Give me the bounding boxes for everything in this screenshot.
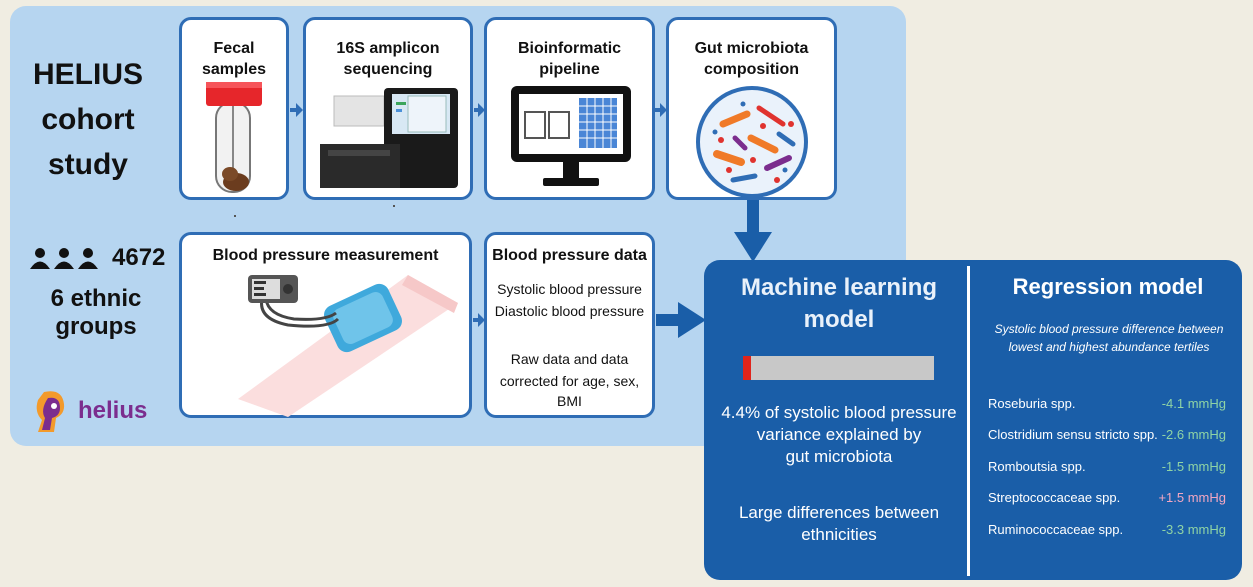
regression-title: Regression model: [1012, 274, 1204, 299]
regression-row: Clostridium sensu stricto spp.-2.6 mmHg: [988, 427, 1226, 442]
bp-data-title: Blood pressure data: [492, 247, 647, 264]
sequencer-icon: [320, 88, 458, 188]
variance-bar-fill: [743, 356, 752, 380]
participants: 4672: [30, 244, 165, 272]
regression-row: Romboutsia spp.-1.5 mmHg: [988, 459, 1226, 474]
bacteria-dish-icon: [696, 86, 808, 198]
participant-count: 4672: [112, 244, 166, 271]
cohort-title: HELIUS cohort study: [32, 58, 143, 181]
bp-systolic: Systolic blood pressure: [497, 281, 642, 297]
regression-row: Streptococcaceae spp.+1.5 mmHg: [988, 490, 1226, 505]
arrow-right-icon: [473, 313, 485, 327]
helius-logo-icon: [36, 391, 65, 432]
arrow-down-icon: [734, 200, 772, 262]
regression-row: Roseburia spp.-4.1 mmHg: [988, 396, 1226, 411]
regression-subtitle: Systolic blood pressure difference betwe…: [994, 322, 1224, 354]
sample-tube-icon: [206, 82, 262, 193]
arrow-right-icon: [474, 103, 485, 117]
divider: [967, 266, 970, 576]
variance-bar: [743, 356, 934, 380]
bp-measurement-title: Blood pressure measurement: [212, 247, 439, 264]
stray-mark: [234, 215, 236, 217]
ethnic-groups: 6 ethnic groups: [50, 285, 142, 340]
people-icon: [30, 248, 98, 269]
arrow-right-icon: [656, 302, 706, 338]
bp-measurement-card: Blood pressure measurement: [179, 232, 472, 418]
bp-raw-data: Raw data and data: [510, 351, 629, 367]
regression-row: Ruminococcaceae spp.-3.3 mmHg: [988, 522, 1226, 537]
bp-corrected: corrected for age, sex, BMI: [499, 373, 640, 409]
helius-logo-text: helius: [78, 397, 148, 424]
arrow-right-icon: [655, 103, 667, 117]
monitor-icon: [511, 86, 631, 186]
helius-logo: helius: [32, 388, 147, 434]
bp-diastolic: Diastolic blood pressure: [494, 303, 645, 319]
stray-mark: [393, 205, 395, 207]
arrow-right-icon: [290, 103, 303, 117]
bp-cuff-icon: [238, 275, 458, 417]
bp-data-card: Blood pressure data Systolic blood press…: [484, 232, 655, 418]
